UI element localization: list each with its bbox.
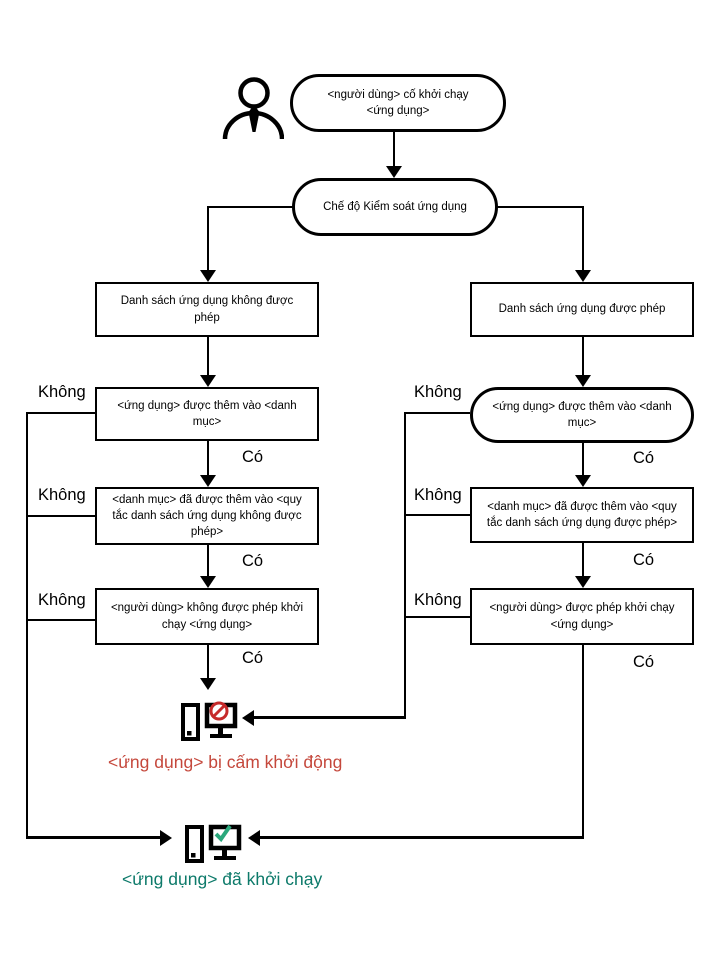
connector-line [25,514,96,518]
node-allow-user: <người dùng> được phép khởi chạy <ứng dụ… [470,588,694,645]
connector-line [206,441,210,477]
label-yes-left-3: Có [242,649,264,667]
connector-line [260,836,584,839]
connector-line [581,337,584,377]
connector-line [206,205,293,208]
node-allowlist: Danh sách ứng dụng được phép [470,282,694,337]
node-allow-user-label: <người dùng> được phép khởi chạy <ứng dụ… [489,602,675,631]
connector-line [206,205,210,272]
label-no-right-1: Không [414,383,462,401]
arrowhead-down [575,375,591,387]
node-allowlist-label: Danh sách ứng dụng được phép [498,303,666,316]
blocked-outcome-text: <ứng dụng> bị cấm khởi động [108,752,343,772]
node-deny-user: <người dùng> không được phép khởi chạy <… [95,588,319,645]
arrowhead-down [200,475,216,487]
arrowhead-left [248,830,260,846]
node-allow-app-added: <ứng dụng> được thêm vào <danh mục> [470,387,694,443]
arrowhead-left [242,710,254,726]
arrowhead-right [160,830,172,846]
arrowhead-down [575,270,591,282]
arrowhead-down [575,475,591,487]
connector-line [25,411,29,839]
label-yes-left-1: Có [242,448,264,466]
label-yes-left-2: Có [242,552,264,570]
connector-line [403,513,471,517]
connector-line [581,645,584,838]
node-deny-app-added: <ứng dụng> được thêm vào <danh mục> [95,387,319,441]
connector-line [206,645,210,680]
connector-line [25,618,96,622]
node-deny-user-label: <người dùng> không được phép khởi chạy <… [110,602,304,631]
label-no-right-2: Không [414,486,462,504]
node-deny-category-added: <danh mục> đã được thêm vào <quy tắc dan… [95,487,319,545]
node-deny-app-added-label: <ứng dụng> được thêm vào <danh mục> [117,399,297,428]
label-yes-right-2: Có [633,551,655,569]
arrowhead-down [575,576,591,588]
node-denylist: Danh sách ứng dụng không được phép [95,282,319,337]
connector-line [581,543,584,578]
connector-line [26,836,160,839]
arrowhead-down [200,375,216,387]
node-deny-category-added-label: <danh mục> đã được thêm vào <quy tắc dan… [112,493,302,539]
node-allow-category-added: <danh mục> đã được thêm vào <quy tắc dan… [470,487,694,543]
label-no-left-1: Không [38,383,86,401]
connector-line [392,131,396,169]
started-outcome-text: <ứng dụng> đã khởi chạy [122,869,323,889]
connector-line [206,337,210,377]
connector-line [581,205,584,272]
node-allow-app-added-label: <ứng dụng> được thêm vào <danh mục> [492,400,672,429]
node-start: <người dùng> cố khởi chạy <ứng dụng> [290,74,506,132]
label-no-left-3: Không [38,591,86,609]
node-denylist-label: Danh sách ứng dụng không được phép [120,295,294,324]
connector-line [25,411,96,415]
connector-line [206,545,210,578]
node-control-mode: Chế độ Kiểm soát ứng dụng [292,178,498,236]
arrowhead-down [200,678,216,690]
arrowhead-down [200,270,216,282]
connector-line [254,716,406,719]
label-no-right-3: Không [414,591,462,609]
connector-line [403,411,407,718]
computer-blocked-icon [181,701,238,741]
node-allow-category-added-label: <danh mục> đã được thêm vào <quy tắc dan… [486,500,678,529]
connector-line [581,443,584,477]
connector-line [497,205,584,208]
node-control-mode-label: Chế độ Kiểm soát ứng dụng [323,200,467,213]
node-start-label: <người dùng> cố khởi chạy <ứng dụng> [327,88,469,117]
computer-started-icon [185,824,242,863]
user-icon [222,77,284,140]
label-no-left-2: Không [38,486,86,504]
label-yes-right-1: Có [633,449,655,467]
arrowhead-down [200,576,216,588]
arrowhead-down [386,166,402,178]
connector-line [403,411,471,415]
connector-line [403,615,471,619]
label-yes-right-3: Có [633,653,655,671]
